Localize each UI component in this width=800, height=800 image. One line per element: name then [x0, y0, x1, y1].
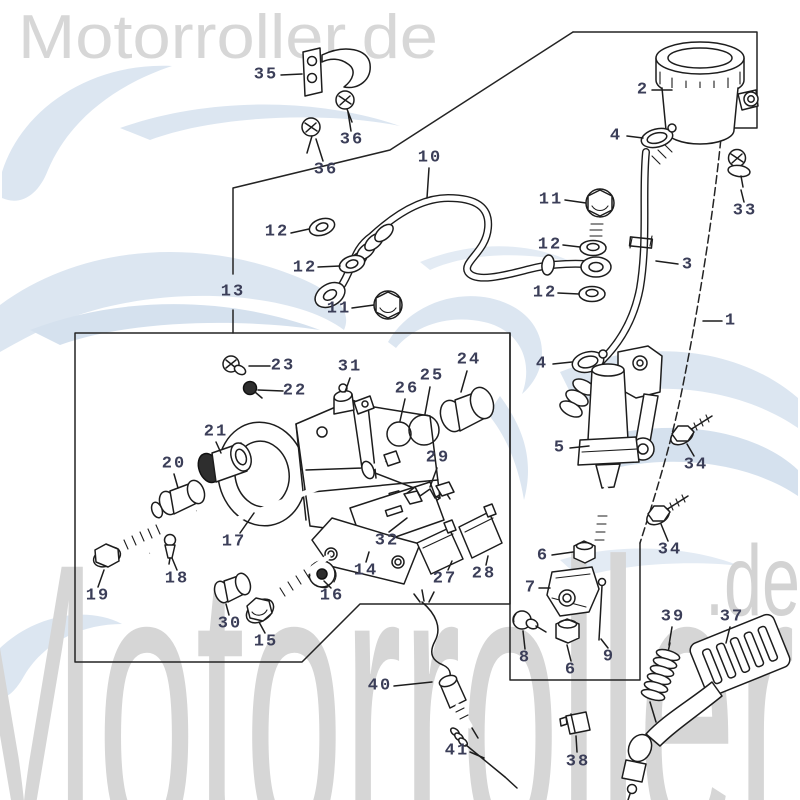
part-label-6: 6 — [536, 546, 550, 566]
part-label-41: 41 — [444, 741, 470, 761]
part-label-4: 4 — [535, 354, 549, 374]
part-label-17: 17 — [221, 532, 247, 552]
part-label-3: 3 — [681, 255, 695, 275]
part-6-nut-upper — [573, 540, 596, 564]
part-label-1: 1 — [724, 311, 738, 331]
part-18-bleeder — [163, 533, 177, 565]
part-25-seal — [408, 414, 440, 446]
part-label-40: 40 — [367, 676, 393, 696]
part-label-25: 25 — [419, 366, 445, 386]
part-label-9: 9 — [602, 647, 616, 667]
part-label-33: 33 — [732, 201, 758, 221]
part-label-27: 27 — [432, 569, 458, 589]
part-40-brake-light-switch — [413, 589, 479, 739]
part-label-22: 22 — [282, 381, 308, 401]
part-26-seal — [386, 421, 412, 447]
part-label-18: 18 — [164, 569, 190, 589]
part-label-11: 11 — [326, 299, 352, 319]
part-label-4: 4 — [609, 126, 623, 146]
part-6-nut-lower — [555, 618, 580, 644]
part-36-screws — [301, 90, 355, 154]
part-21-piston — [197, 442, 252, 484]
part-30-sleeve — [213, 572, 252, 604]
part-10-brake-hose — [314, 194, 612, 309]
part-22-screw — [242, 380, 263, 399]
part-5-master-cylinder — [559, 345, 663, 552]
box-master-1-curve — [639, 127, 723, 544]
part-38-clip — [559, 711, 591, 735]
leader-lines — [97, 73, 745, 759]
part-12-washers-left — [308, 217, 366, 274]
part-4-clamp-top — [640, 123, 677, 149]
watermark-giant-suffix: .de — [705, 525, 800, 637]
part-8-bolt — [512, 610, 547, 633]
part-label-24: 24 — [456, 350, 482, 370]
part-label-14: 14 — [353, 561, 379, 581]
part-23-screw — [222, 355, 247, 376]
part-label-30: 30 — [217, 614, 243, 634]
part-label-32: 32 — [374, 531, 400, 551]
part-label-6: 6 — [564, 660, 578, 680]
part-label-19: 19 — [85, 586, 111, 606]
part-label-12: 12 — [292, 258, 318, 278]
part-label-2: 2 — [636, 80, 650, 100]
part-12-washers-right — [578, 239, 607, 303]
part-label-12: 12 — [264, 222, 290, 242]
part-label-5: 5 — [553, 438, 567, 458]
part-label-7: 7 — [524, 578, 538, 598]
assembly-boxes — [74, 31, 758, 681]
part-label-13: 13 — [220, 282, 246, 302]
part-28-brake-pad — [458, 503, 503, 559]
part-41-rod — [449, 727, 518, 789]
part-29-pad-spring — [403, 481, 455, 505]
part-label-15: 15 — [253, 632, 279, 652]
part-label-37: 37 — [719, 607, 745, 627]
part-label-12: 12 — [537, 235, 563, 255]
part-label-16: 16 — [319, 586, 345, 606]
part-11-banjo-bolt-right — [585, 188, 615, 245]
part-11-banjo-bolt-left — [365, 274, 403, 320]
part-label-39: 39 — [660, 607, 686, 627]
part-label-8: 8 — [518, 648, 532, 668]
part-39-return-spring — [640, 642, 681, 723]
part-20-boot — [150, 479, 206, 519]
part-17-slide-pin — [149, 450, 401, 555]
part-label-36: 36 — [313, 160, 339, 180]
part-label-36: 36 — [339, 130, 365, 150]
part-label-28: 28 — [471, 564, 497, 584]
part-9-pin — [597, 577, 607, 641]
part-35-clamp-bracket — [302, 47, 371, 97]
part-label-11: 11 — [538, 190, 564, 210]
part-2-reservoir — [647, 41, 759, 169]
part-15-bolt — [245, 554, 331, 624]
part-7-clevis — [546, 566, 600, 617]
box-master-1-bottom — [509, 332, 641, 681]
part-label-20: 20 — [161, 454, 187, 474]
part-label-29: 29 — [425, 448, 451, 468]
part-label-35: 35 — [253, 65, 279, 85]
part-19-bolt — [92, 509, 197, 568]
part-label-21: 21 — [203, 422, 229, 442]
part-label-31: 31 — [337, 357, 363, 377]
part-label-38: 38 — [565, 752, 591, 772]
box-connector-13 — [232, 31, 574, 334]
part-label-34: 34 — [683, 455, 709, 475]
part-33-bolt — [727, 148, 751, 188]
part-label-34: 34 — [657, 540, 683, 560]
part-label-26: 26 — [394, 379, 420, 399]
part-34-bolt-lower — [646, 494, 689, 526]
part-3-hose — [592, 148, 654, 370]
part-label-10: 10 — [417, 148, 443, 168]
part-label-12: 12 — [532, 283, 558, 303]
box-master-1-top — [572, 31, 758, 129]
part-34-bolt-upper — [670, 414, 713, 446]
part-label-23: 23 — [270, 356, 296, 376]
part-24-piston — [439, 386, 495, 433]
